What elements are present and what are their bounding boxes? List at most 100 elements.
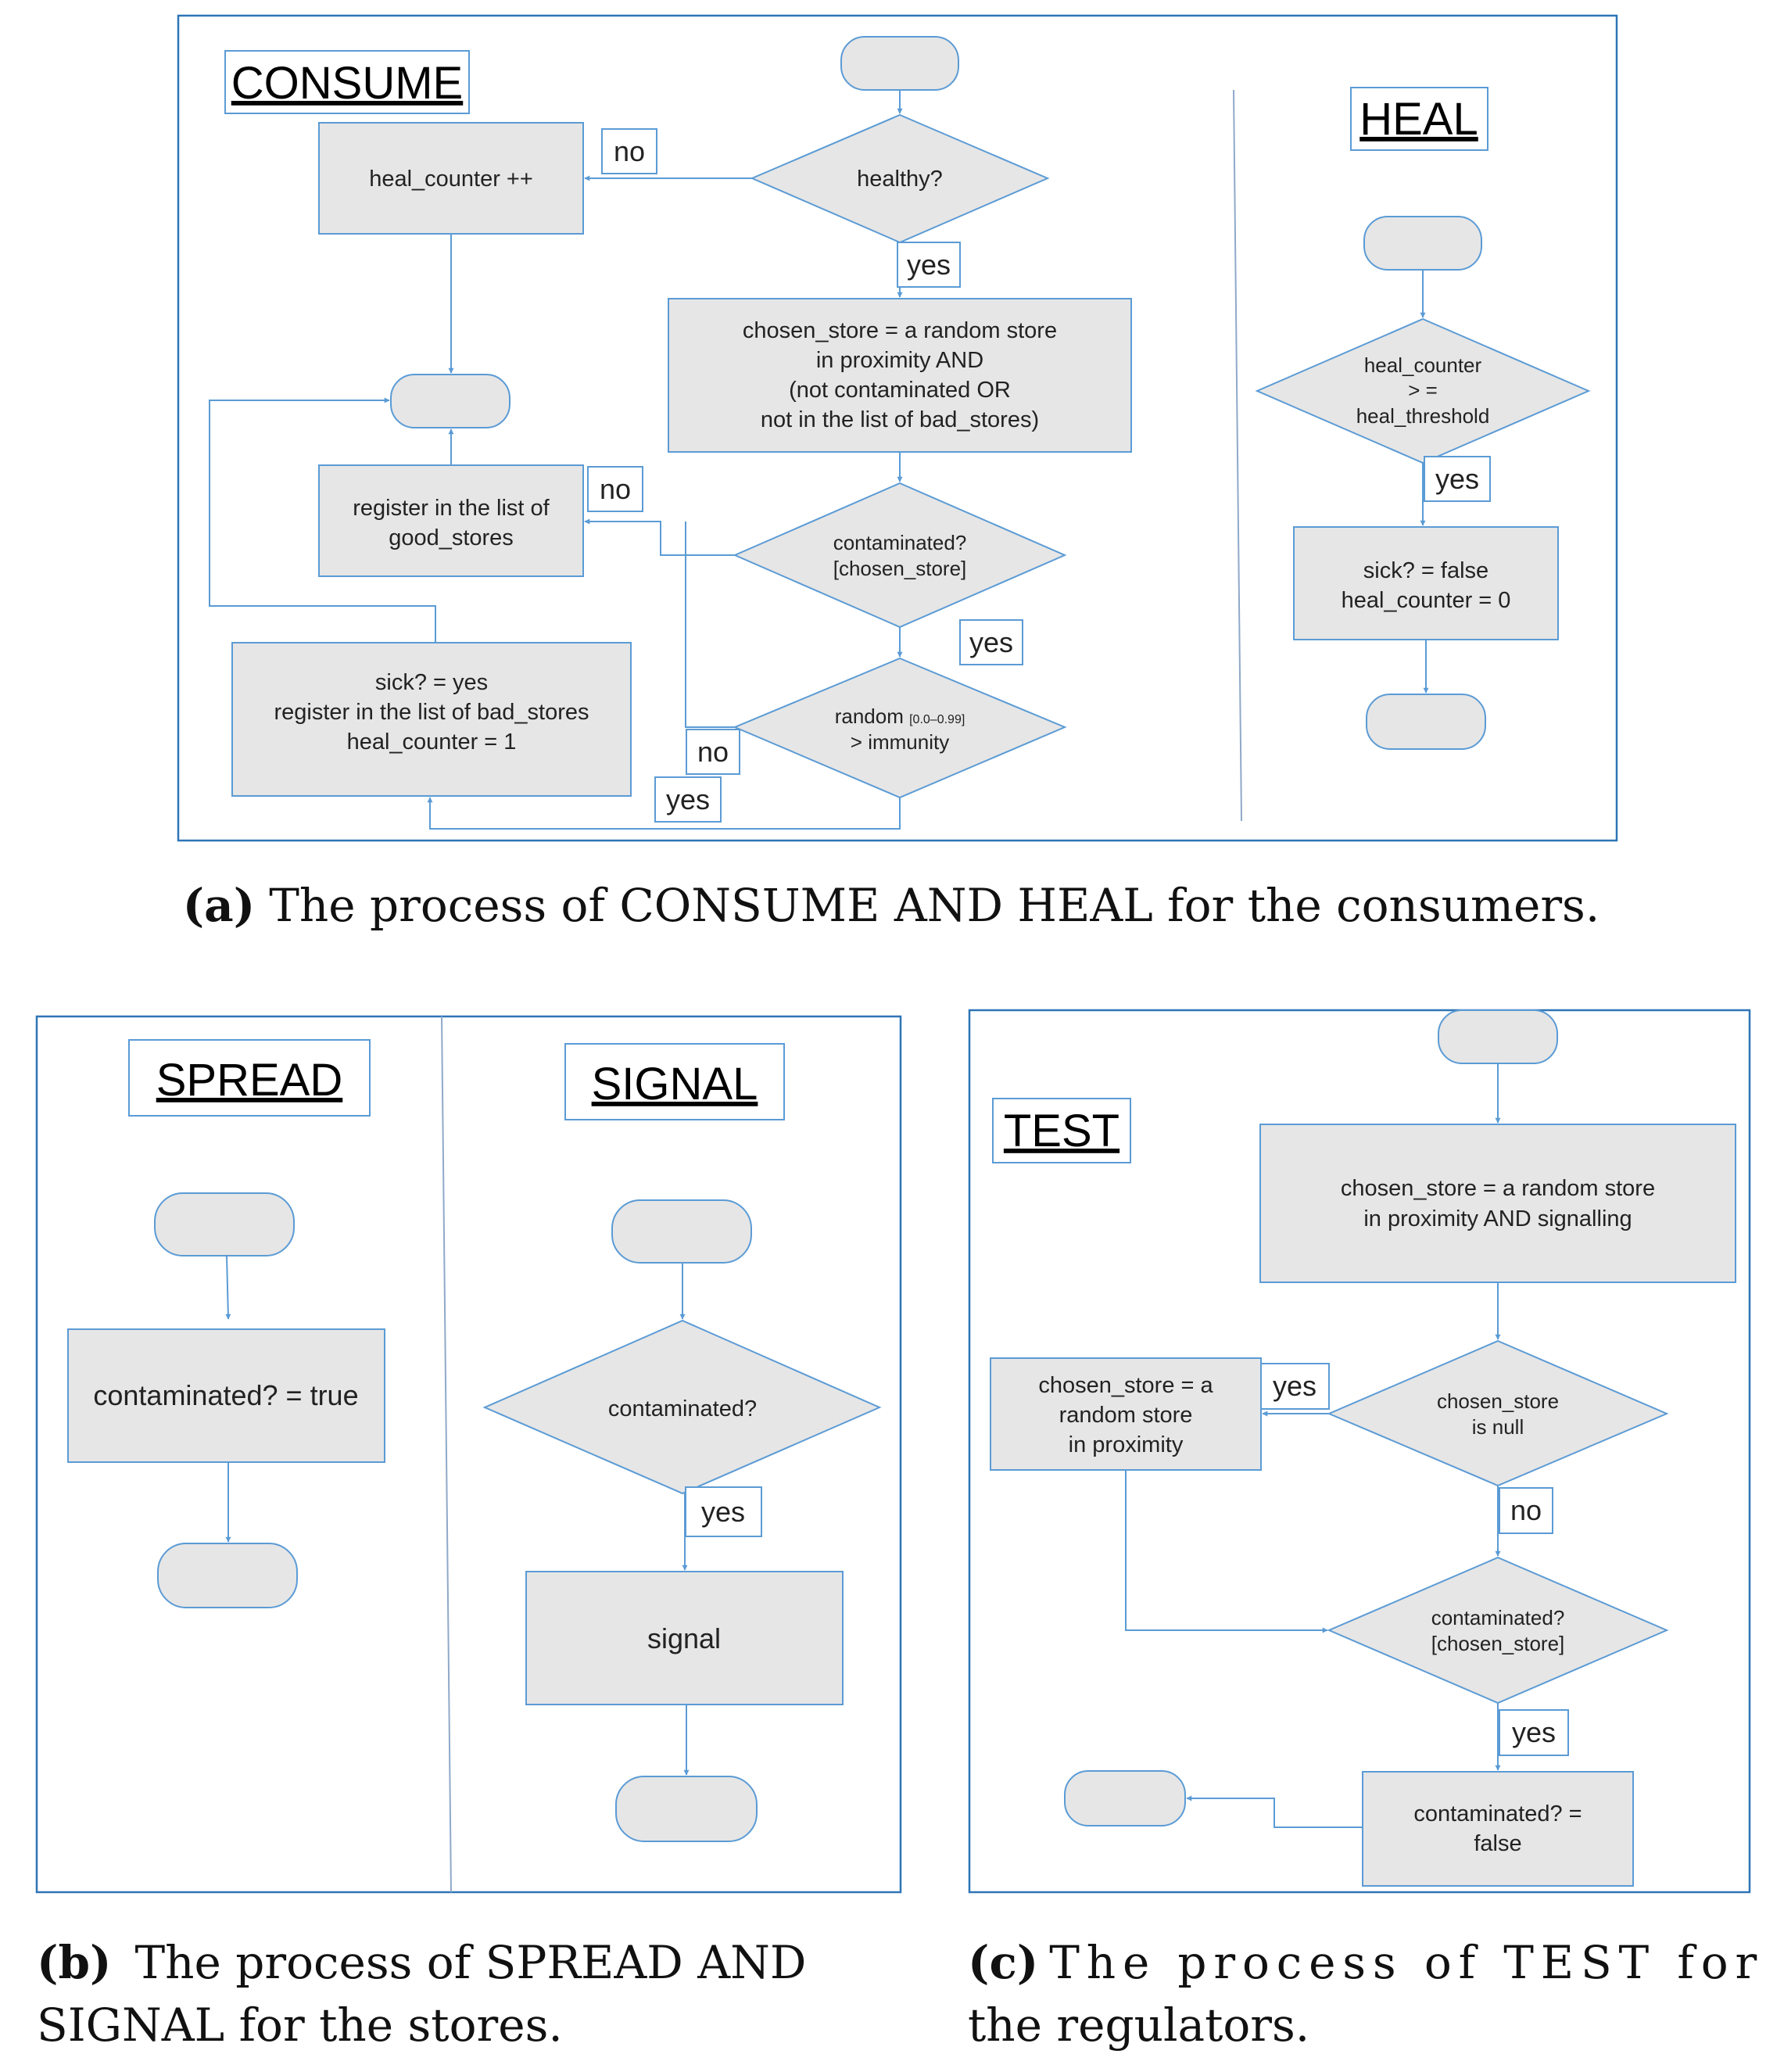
test-title-box: [992, 1098, 1131, 1163]
sick-block-box: [231, 642, 632, 797]
set-false-line-1: contaminated? =: [1413, 1801, 1582, 1826]
heal-counter-inc-label: heal_counter ++: [369, 167, 533, 192]
immunity-decision-line-1: random [0.0–0.99]: [835, 704, 965, 728]
register-good-line-2: good_stores: [389, 525, 514, 550]
edge-immunity-yes: [427, 797, 901, 830]
register-good-box: [318, 464, 584, 577]
signal-start-terminal: [611, 1199, 752, 1264]
choose-store-box: [668, 298, 1132, 453]
panel-b: SPREAD contaminated? = true SIGNAL conta…: [35, 1015, 902, 1894]
immunity-range-label: [0.0–0.99]: [909, 713, 965, 726]
choose-store-line-1: chosen_store = a random store: [743, 318, 1057, 343]
signal-end-terminal: [615, 1776, 758, 1842]
test-contaminated-decision: [1327, 1556, 1669, 1705]
caption-b-line-1: (b)The process of SPREAD AND: [37, 1936, 806, 1989]
panel-b-separator: [441, 1016, 452, 1893]
panel-c: TEST chosen_store = a random store in pr…: [968, 1009, 1751, 1894]
choose-random-box: [990, 1357, 1262, 1471]
heal-threshold-line-2: > =: [1408, 378, 1438, 402]
healthy-decision-label: healthy?: [857, 167, 943, 192]
heal-threshold-line-3: heal_threshold: [1356, 404, 1490, 428]
test-start-terminal: [1438, 1009, 1558, 1064]
yes-label-box: [1424, 456, 1491, 502]
caption-c-line-2: the regulators.: [968, 1999, 1309, 2052]
edge-random-contaminated: [1125, 1470, 1328, 1633]
signal-contaminated-label: contaminated?: [608, 1396, 757, 1421]
caption-b-line-2: SIGNAL for the stores.: [37, 1999, 563, 2052]
yes-label: yes: [666, 783, 710, 816]
test-end-terminal: [1064, 1770, 1186, 1826]
immunity-decision: [733, 657, 1067, 799]
heal-start-terminal: [1363, 216, 1482, 271]
yes-label: yes: [1512, 1716, 1556, 1748]
no-label: no: [600, 473, 631, 505]
no-label-box: [686, 729, 740, 775]
heal-reset-line-1: sick? = false: [1363, 558, 1488, 583]
no-label: no: [697, 736, 729, 768]
sick-block-line-1: sick? = yes: [375, 670, 488, 695]
choose-signalling-line-2: in proximity AND signalling: [1363, 1206, 1632, 1231]
test-contaminated-line-1: contaminated?: [1431, 1606, 1565, 1629]
choose-random-line-1: chosen_store = a: [1038, 1373, 1213, 1398]
yes-label: yes: [1435, 463, 1479, 495]
set-contaminated-box: [67, 1328, 385, 1463]
heal-end-terminal: [1366, 694, 1486, 750]
consume-title-box: [224, 50, 470, 114]
immunity-random-label: random: [835, 704, 909, 728]
no-label-box: [1499, 1487, 1553, 1534]
panel-a-frame: [177, 14, 1618, 842]
no-label: no: [614, 135, 645, 167]
null-decision: [1327, 1339, 1669, 1487]
choose-signalling-line-1: chosen_store = a random store: [1341, 1176, 1655, 1201]
choose-random-line-2: random store: [1059, 1403, 1193, 1428]
caption-a-text: The process of CONSUME AND HEAL for the …: [269, 879, 1600, 932]
edge-contaminated-no: [584, 518, 735, 556]
yes-label-box: [1499, 1709, 1569, 1756]
consume-title: CONSUME: [231, 58, 463, 109]
contaminated-decision-line-2: [chosen_store]: [833, 557, 967, 580]
panel-b-frame: [35, 1015, 902, 1894]
heal-reset-box: [1293, 526, 1559, 640]
panel-a: CONSUME healthy? heal_counter ++ no yes …: [177, 14, 1618, 842]
yes-label-box: [1259, 1363, 1330, 1410]
edge-immunity-no: [685, 522, 735, 728]
caption-b-text-1: The process of SPREAD AND: [134, 1936, 806, 1989]
set-contaminated-label: contaminated? = true: [93, 1379, 358, 1411]
yes-label-box: [685, 1486, 762, 1537]
yes-label: yes: [907, 249, 951, 281]
edge-sick-end: [209, 397, 436, 643]
sick-block-line-2: register in the list of bad_stores: [274, 700, 589, 725]
spread-end-terminal: [157, 1543, 298, 1608]
signal-title-box: [564, 1043, 785, 1120]
choose-store-line-4: not in the list of bad_stores): [761, 407, 1039, 432]
test-contaminated-line-2: [chosen_store]: [1431, 1632, 1565, 1655]
caption-a: (a)The process of CONSUME AND HEAL for t…: [183, 879, 1600, 932]
heal-title-box: [1350, 87, 1488, 151]
yes-label: yes: [1273, 1370, 1317, 1402]
signal-contaminated-decision: [482, 1319, 882, 1495]
register-good-line-1: register in the list of: [353, 496, 550, 521]
null-decision-line-2: is null: [1472, 1415, 1524, 1439]
null-decision-line-1: chosen_store: [1437, 1389, 1559, 1413]
sick-block-line-3: heal_counter = 1: [347, 730, 517, 755]
no-label: no: [1510, 1494, 1542, 1526]
signal-box: [525, 1571, 844, 1705]
test-title: TEST: [1004, 1106, 1119, 1156]
caption-c-line-1: (c)The process of TEST for: [968, 1936, 1757, 1989]
heal-threshold-line-1: heal_counter: [1364, 353, 1482, 377]
edge-test-end: [1186, 1795, 1363, 1828]
spread-start-terminal: [154, 1192, 295, 1256]
caption-c-text-1: The process of TEST for: [1049, 1936, 1757, 1989]
heal-counter-inc-box: [318, 122, 584, 235]
consume-start-terminal: [840, 36, 959, 91]
choose-signalling-box: [1259, 1124, 1736, 1283]
edge-spread-start: [225, 1255, 231, 1320]
yes-label-box: [959, 619, 1023, 665]
yes-label: yes: [969, 626, 1013, 658]
heal-reset-line-2: heal_counter = 0: [1342, 588, 1511, 613]
no-label-box: [587, 466, 643, 512]
contaminated-decision-line-1: contaminated?: [833, 531, 967, 554]
spread-title: SPREAD: [156, 1055, 343, 1106]
choose-random-line-3: in proximity: [1069, 1432, 1184, 1457]
